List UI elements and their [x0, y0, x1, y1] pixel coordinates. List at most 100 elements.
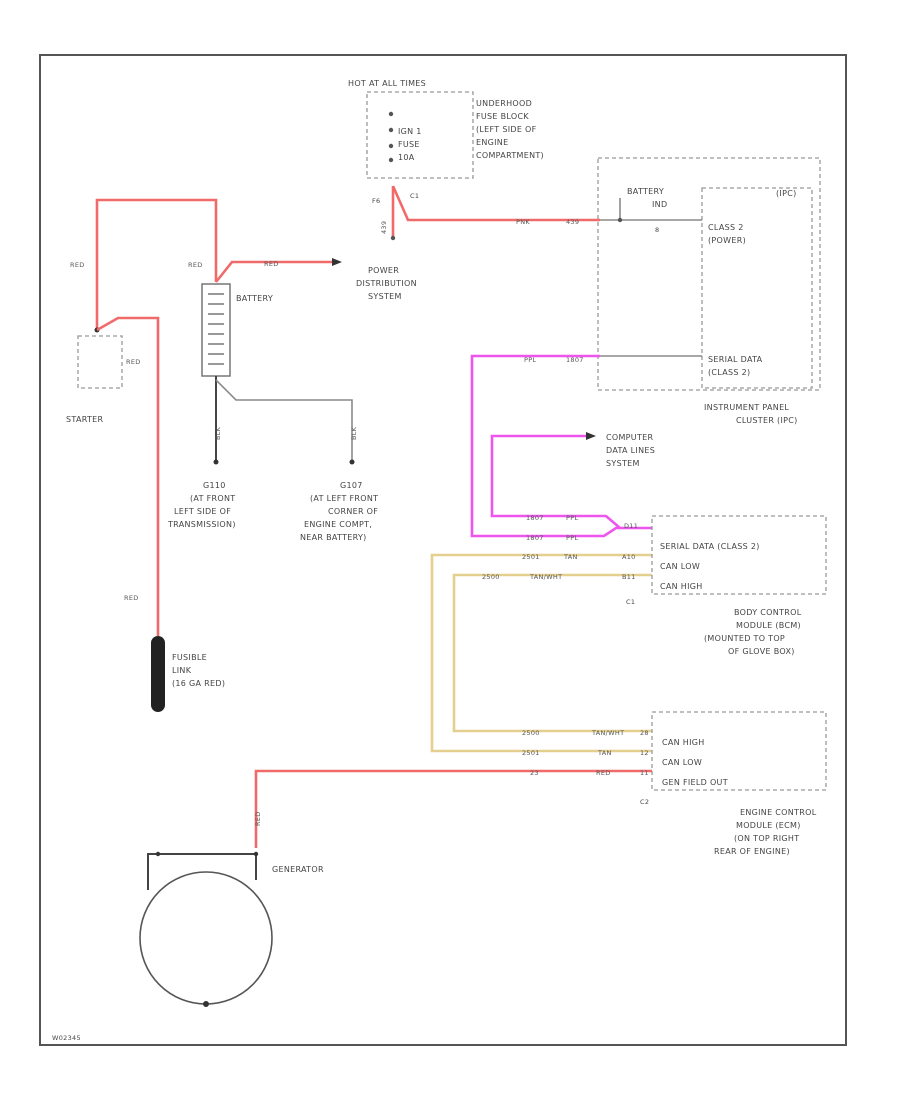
gen-field-wire	[254, 769, 652, 848]
g107-label-3: CORNER OF	[328, 507, 378, 516]
fuse-terminal-4	[388, 157, 394, 163]
generator: GENERATOR	[139, 851, 324, 1007]
ecm-name-1: ENGINE CONTROL	[740, 808, 817, 817]
ecm-gen-pin: 11	[640, 769, 649, 777]
generator-bracket-node-left	[155, 851, 161, 857]
pds-label-3: SYSTEM	[368, 292, 402, 301]
ecm-gen-circuit: 23	[530, 769, 539, 777]
ecm-can-high-circuit: 2500	[522, 729, 540, 737]
fusible-link-body	[151, 636, 165, 712]
ecm-connector: C2	[640, 798, 649, 806]
bcm-can-low-color: TAN	[563, 553, 578, 561]
g110-label-3: LEFT SIDE OF	[174, 507, 231, 516]
g110-label-1: G110	[203, 481, 226, 490]
ecm-name-3: (ON TOP RIGHT	[734, 834, 799, 843]
ipc-pin-8: 8	[655, 226, 659, 234]
generator-symbol	[139, 871, 273, 1005]
ecm-name-4: REAR OF ENGINE)	[714, 847, 790, 856]
ipc-serial-color-label: PPL	[524, 356, 536, 364]
bcm-outline	[651, 515, 827, 595]
ipc-battery-node	[617, 217, 623, 223]
fuse-location-5: COMPARTMENT)	[476, 151, 544, 160]
bcm-serial-1-color: PPL	[566, 514, 578, 522]
battery-to-pds-label: RED	[264, 260, 279, 268]
fuse-connector: C1	[410, 192, 419, 200]
ipc-header: (IPC)	[776, 189, 797, 198]
g110-label-2: (AT FRONT	[190, 494, 235, 503]
ipc-serial-data-wire	[470, 354, 652, 538]
underhood-fuse-block: HOT AT ALL TIMES IGN 1 FUSE 10A UNDERHOO…	[348, 79, 544, 205]
cdl-label-2: DATA LINES	[606, 446, 655, 455]
fuse-location-4: ENGINE	[476, 138, 508, 147]
bcm-name-2: MODULE (BCM)	[736, 621, 801, 630]
generator-bracket-node-right	[253, 851, 259, 857]
ipc-battery-label-1: BATTERY	[627, 187, 664, 196]
ecm-pin-3: GEN FIELD OUT	[662, 778, 728, 787]
bcm-serial-1-circuit: 1807	[526, 514, 544, 522]
ipc-name-2: CLUSTER (IPC)	[736, 416, 798, 425]
g107-ground-wire	[215, 379, 353, 460]
fuse-location-2: FUSE BLOCK	[476, 112, 529, 121]
bcm-pin-1: SERIAL DATA (CLASS 2)	[660, 542, 760, 551]
ipc-serial-circuit-label: 1807	[566, 356, 584, 364]
fusible-link: FUSIBLE LINK (16 GA RED)	[151, 636, 225, 712]
ipc-serial-label-1: SERIAL DATA	[708, 355, 763, 364]
ecm-can-low-color: TAN	[597, 749, 612, 757]
ecm-gen-color: RED	[596, 769, 611, 777]
can-high-wire	[452, 573, 652, 733]
pds-label-1: POWER	[368, 266, 399, 275]
g110-label-4: TRANSMISSION)	[167, 520, 236, 529]
ipc-outline	[597, 157, 821, 391]
fuse-ipc-color-label: PNK	[516, 218, 530, 226]
ecm-outline	[651, 711, 827, 791]
can-low-wire	[430, 553, 652, 753]
ipc-circuit-label-2: (POWER)	[708, 236, 746, 245]
ecm-can-high-color: TAN/WHT	[591, 729, 624, 737]
ecm-name-2: MODULE (ECM)	[736, 821, 801, 830]
fusible-label-1: FUSIBLE	[172, 653, 207, 662]
g107-wire-label: BLK	[350, 426, 358, 440]
generator-label: GENERATOR	[272, 865, 324, 874]
fuse-pin: F6	[372, 197, 380, 205]
bcm-can-low-circuit: 2501	[522, 553, 540, 561]
fuse-wire-circuit: 439	[380, 221, 388, 234]
starter-label: STARTER	[66, 415, 104, 424]
fusible-red-label: RED	[124, 594, 139, 602]
battery-body	[201, 283, 231, 377]
cdl-arrow	[586, 432, 596, 440]
fuse-line-1: IGN 1	[398, 127, 422, 136]
starter: STARTER	[66, 327, 123, 424]
ipc-name-1: INSTRUMENT PANEL	[704, 403, 789, 412]
starter-to-fusible-wire	[96, 316, 160, 636]
bcm-serial-pin: D11	[624, 522, 638, 530]
g110-wire-label: BLK	[214, 426, 222, 440]
cdl-label-1: COMPUTER	[606, 433, 654, 442]
fuse-block-header: HOT AT ALL TIMES	[348, 79, 426, 88]
bcm-can-high-color: TAN/WHT	[529, 573, 562, 581]
fuse-ipc-circuit-label: 439	[566, 218, 579, 226]
ecm-pin-1: CAN HIGH	[662, 738, 705, 747]
battery-to-pds-wire	[214, 260, 332, 283]
bcm-can-high-pin: B11	[622, 573, 636, 581]
bcm-can-low-pin: A10	[622, 553, 636, 561]
fuse-location-3: (LEFT SIDE OF	[476, 125, 537, 134]
bcm-pin-3: CAN HIGH	[660, 582, 703, 591]
g107-ground-icon	[349, 459, 355, 465]
instrument-panel-cluster: (IPC) BATTERY IND 8 CLASS 2 (POWER) SERI…	[597, 157, 821, 425]
ipc-circuit-label-1: CLASS 2	[708, 223, 744, 232]
cdl-serial-data-wire	[490, 434, 621, 529]
ipc-battery-label-2: IND	[652, 200, 667, 209]
battery: BATTERY	[201, 283, 273, 377]
diagram-code: W02345	[52, 1034, 81, 1042]
starter-battery-cable	[95, 198, 218, 330]
fusible-label-3: (16 GA RED)	[172, 679, 225, 688]
fuse-block-outline	[366, 91, 474, 179]
fuse-terminal-3	[388, 143, 394, 149]
battery-label: BATTERY	[236, 294, 273, 303]
ecm-can-low-pin: 12	[640, 749, 649, 757]
g110-ground-icon	[213, 459, 219, 465]
fuse-terminal-1	[388, 111, 394, 117]
bcm-can-high-circuit: 2500	[482, 573, 500, 581]
generator-ground-node	[203, 1001, 209, 1007]
